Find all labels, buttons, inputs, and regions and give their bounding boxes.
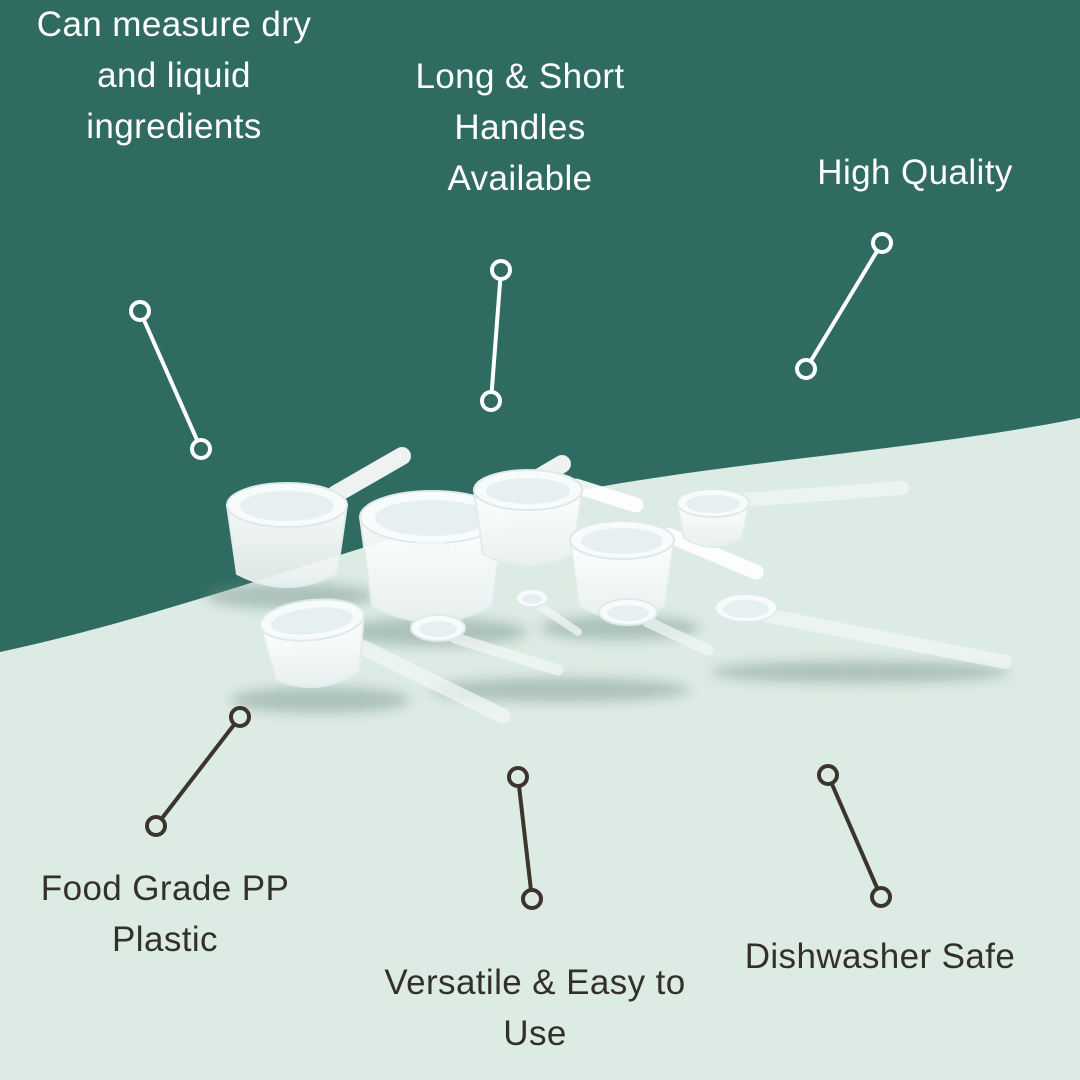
leader-line-food-grade: [145, 706, 251, 837]
measuring-scoop-small-1: [675, 488, 751, 548]
measuring-spoon-tiny: [515, 588, 549, 608]
callout-handles: Long & Short Handles Available: [375, 52, 665, 204]
measuring-cup-large-2: [358, 490, 506, 623]
callout-can-measure: Can measure dry and liquid ingredients: [0, 0, 348, 152]
leader-line-handles: [480, 259, 512, 412]
callout-line: Long & Short: [415, 57, 625, 96]
callout-line: Versatile & Easy to: [384, 963, 686, 1002]
callout-line: and liquid: [97, 55, 251, 95]
measuring-cup-medium-1: [472, 469, 584, 567]
callout-line: Food Grade PP: [40, 869, 290, 908]
callout-line: Available: [447, 158, 593, 198]
leader-line-measure: [129, 300, 212, 460]
callout-food-grade: Food Grade PP Plastic: [0, 864, 330, 966]
measuring-scoop-bottom-left: [258, 598, 365, 689]
callout-high-quality: High Quality: [765, 148, 1065, 199]
leader-line-dishwasher: [817, 764, 892, 908]
callout-line: ingredients: [86, 106, 262, 146]
callout-line: High Quality: [817, 153, 1013, 192]
measuring-cup-medium-2: [568, 520, 676, 619]
callout-line: Can measure dry: [36, 5, 312, 44]
measuring-spoon-small-1: [410, 614, 466, 642]
callout-versatile: Versatile & Easy to Use: [340, 958, 730, 1060]
callout-dishwasher: Dishwasher Safe: [695, 932, 1065, 983]
callout-line: Handles: [454, 107, 586, 147]
scoop-handles-long: [344, 481, 1012, 724]
measuring-cup-large-1: [225, 482, 349, 588]
callout-line: Plastic: [112, 919, 218, 959]
callout-line: Use: [503, 1013, 567, 1053]
measuring-spoon-long-handle: [714, 593, 778, 623]
measuring-spoon-small-2: [598, 598, 658, 626]
leader-line-versatile: [507, 766, 543, 910]
leader-line-quality: [795, 232, 893, 380]
callout-line: Dishwasher Safe: [744, 937, 1016, 976]
